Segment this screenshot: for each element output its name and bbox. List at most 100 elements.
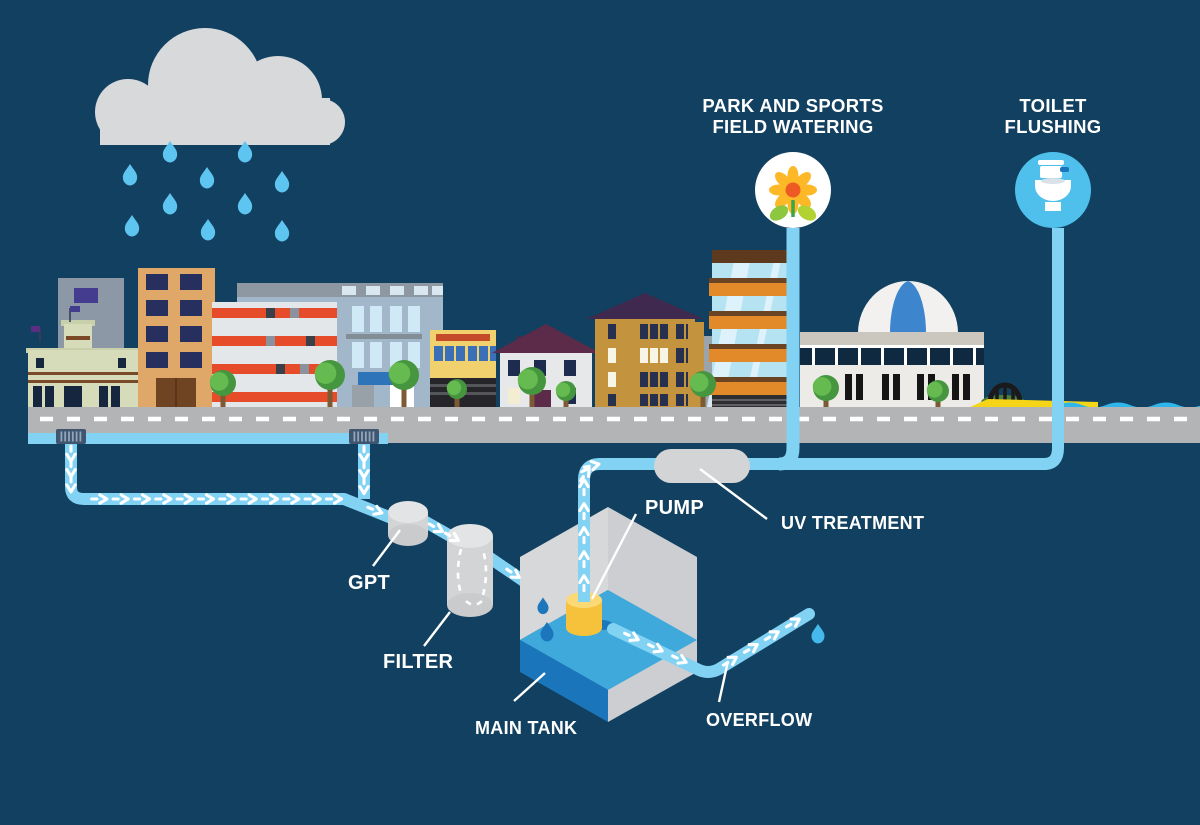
leader-main-tank	[513, 672, 546, 702]
uv-treatment-capsule	[654, 449, 750, 483]
label-gpt: GPT	[348, 572, 390, 594]
street-trees	[209, 360, 949, 408]
leader-lines	[372, 468, 768, 703]
label-main-tank: MAIN TANK	[475, 718, 577, 738]
toilet-flushing-circle	[1015, 152, 1091, 228]
leader-filter	[423, 611, 451, 647]
pipe-riser-park	[778, 228, 800, 471]
toilet-icon	[1035, 160, 1071, 211]
rain-drop-icon	[199, 167, 215, 189]
road	[28, 407, 1200, 444]
tree-icon	[689, 371, 716, 408]
labels: PARK AND SPORTS FIELD WATERING TOILET FL…	[348, 95, 1101, 738]
flow-arrow-icon	[578, 466, 591, 483]
street-drain-grate-icon	[349, 429, 379, 444]
flow-arrow-icon	[154, 493, 173, 505]
rain-drop-icon	[124, 215, 140, 237]
building-house	[492, 324, 600, 408]
rain-drop-icon	[237, 141, 253, 163]
gpt-cylinder	[388, 501, 428, 546]
flow-arrow-icon	[578, 478, 590, 497]
building-tan-apartment	[138, 268, 215, 408]
rain-drops	[122, 141, 290, 242]
rain-drop-icon	[274, 220, 290, 242]
flow-arrow-icon	[578, 550, 590, 569]
street-gutter-water	[28, 433, 388, 444]
flow-arrow-icon	[260, 493, 280, 505]
rain-drop-icon	[162, 193, 178, 215]
flow-arrow-icon	[175, 493, 194, 505]
filter-cylinder	[447, 524, 493, 617]
flow-arrow-icon	[784, 617, 801, 629]
water-drop-icon	[540, 622, 554, 642]
rain-drop-icon	[162, 141, 178, 163]
label-pump: PUMP	[645, 497, 704, 519]
label-toilet-line2: FLUSHING	[1005, 116, 1102, 137]
flow-arrow-icon	[324, 493, 344, 505]
flow-arrow-icon	[578, 574, 590, 593]
tree-icon	[314, 360, 345, 408]
leader-gpt	[372, 529, 401, 567]
building-townhall	[26, 306, 142, 408]
building-yellow-shop	[430, 330, 496, 408]
flow-arrow-icon	[578, 526, 590, 545]
flow-arrow-icon	[647, 642, 664, 654]
rain-cloud-icon	[95, 28, 345, 145]
flow-arrow-icon	[763, 630, 780, 642]
water-drop-icon	[811, 624, 825, 644]
label-park-watering-line2: FIELD WATERING	[712, 116, 873, 137]
tree-icon	[388, 360, 419, 408]
pipe-overflow	[607, 608, 815, 678]
flow-arrow-icon	[196, 493, 216, 505]
flow-arrow-icon	[443, 531, 460, 543]
storm-drains	[56, 429, 379, 444]
flow-arrow-icon	[505, 567, 521, 580]
rain-drop-icon	[274, 171, 290, 193]
flow-arrow-icon	[239, 493, 258, 505]
pipe-pump-to-toilet	[578, 228, 1064, 602]
tree-icon	[555, 381, 576, 408]
building-civic-dome	[800, 281, 984, 408]
label-filter: FILTER	[383, 651, 454, 673]
flow-arrow-icon	[111, 493, 130, 505]
flow-arrow-icon	[578, 502, 590, 521]
label-uv-treatment: UV TREATMENT	[781, 513, 924, 533]
tree-icon	[812, 375, 839, 408]
building-mustard-apartment	[586, 293, 704, 408]
flow-arrow-icon	[282, 493, 301, 505]
water-drop-icon	[537, 597, 549, 615]
flow-arrow-icon	[218, 493, 237, 505]
leader-uv	[699, 468, 768, 520]
tree-icon	[446, 379, 467, 408]
flow-arrow-icon	[65, 475, 77, 494]
flow-arrow-icon	[623, 631, 640, 643]
tree-icon	[926, 380, 949, 408]
flow-arrow-icon	[742, 643, 759, 654]
flow-arrows	[65, 444, 801, 667]
flow-arrow-icon	[90, 493, 109, 505]
tree-icon	[517, 367, 546, 408]
rain-drop-icon	[122, 164, 138, 186]
tree-icon	[209, 370, 236, 408]
filter-circulation-arrows	[456, 548, 488, 607]
flow-arrow-icon	[366, 504, 384, 516]
main-tank-cube	[520, 507, 697, 722]
park-watering-circle	[755, 152, 831, 228]
flow-arrow-icon	[132, 493, 152, 505]
tank-water-front	[520, 640, 608, 722]
label-overflow: OVERFLOW	[706, 710, 812, 730]
flow-arrow-icon	[358, 477, 370, 496]
leader-overflow	[717, 660, 730, 703]
pipe-drain-to-gpt	[65, 441, 397, 525]
street-drain-grate-icon	[56, 429, 86, 444]
flow-arrow-icon	[582, 459, 601, 472]
city-skyline	[26, 250, 1200, 412]
rain-drop-icon	[237, 193, 253, 215]
leader-pump	[590, 513, 638, 600]
label-park-watering-line1: PARK AND SPORTS	[702, 95, 883, 116]
tank-water-surface	[520, 590, 697, 690]
rain-drop-icon	[200, 219, 216, 241]
flag-icon	[31, 306, 80, 342]
water-drips	[537, 597, 825, 644]
